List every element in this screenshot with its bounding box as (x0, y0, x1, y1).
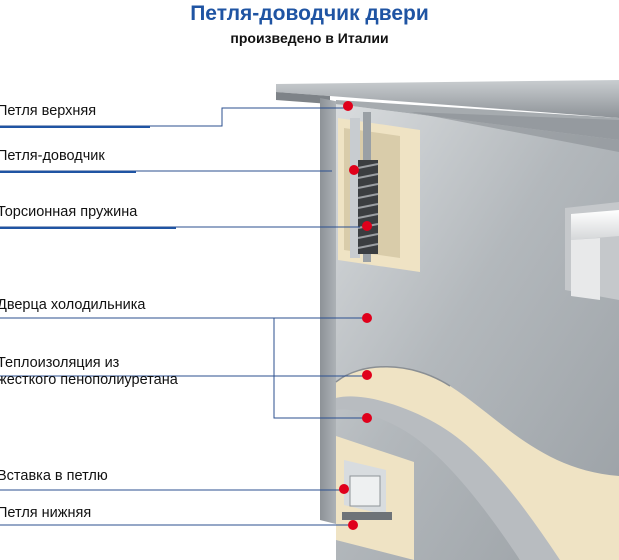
marker-top-hinge (343, 101, 353, 111)
label-fridge-door: Дверца холодильника (0, 297, 146, 313)
torsion-spring-coils (357, 160, 379, 254)
label-hinge-insert: Вставка в петлю (0, 468, 108, 484)
label-torsion-spring: Торсионная пружина (0, 204, 138, 220)
door-handle (565, 202, 619, 300)
label-closer-hinge: Петля-доводчик (0, 148, 105, 164)
marker-insulation (362, 370, 372, 380)
marker-hinge-insert (339, 484, 349, 494)
cabinet-top (276, 80, 619, 118)
marker-fridge-door (362, 313, 372, 323)
diagram-subtitle: произведено в Италии (230, 30, 389, 46)
marker-door-lower (362, 413, 372, 423)
callout-markers (339, 101, 372, 530)
marker-torsion-spring (362, 221, 372, 231)
upper-hinge-cutout (338, 112, 420, 272)
label-underlines (0, 126, 176, 229)
label-bottom-hinge: Петля нижняя (0, 505, 92, 521)
marker-bottom-hinge (348, 520, 358, 530)
leader-lines (0, 107, 366, 526)
marker-closer-hinge (349, 165, 359, 175)
label-top-hinge: Петля верхняя (0, 103, 97, 119)
label-insulation: Теплоизоляция из жесткого пенополиуретан… (0, 355, 178, 388)
diagram-title: Петля-доводчик двери (190, 2, 429, 25)
